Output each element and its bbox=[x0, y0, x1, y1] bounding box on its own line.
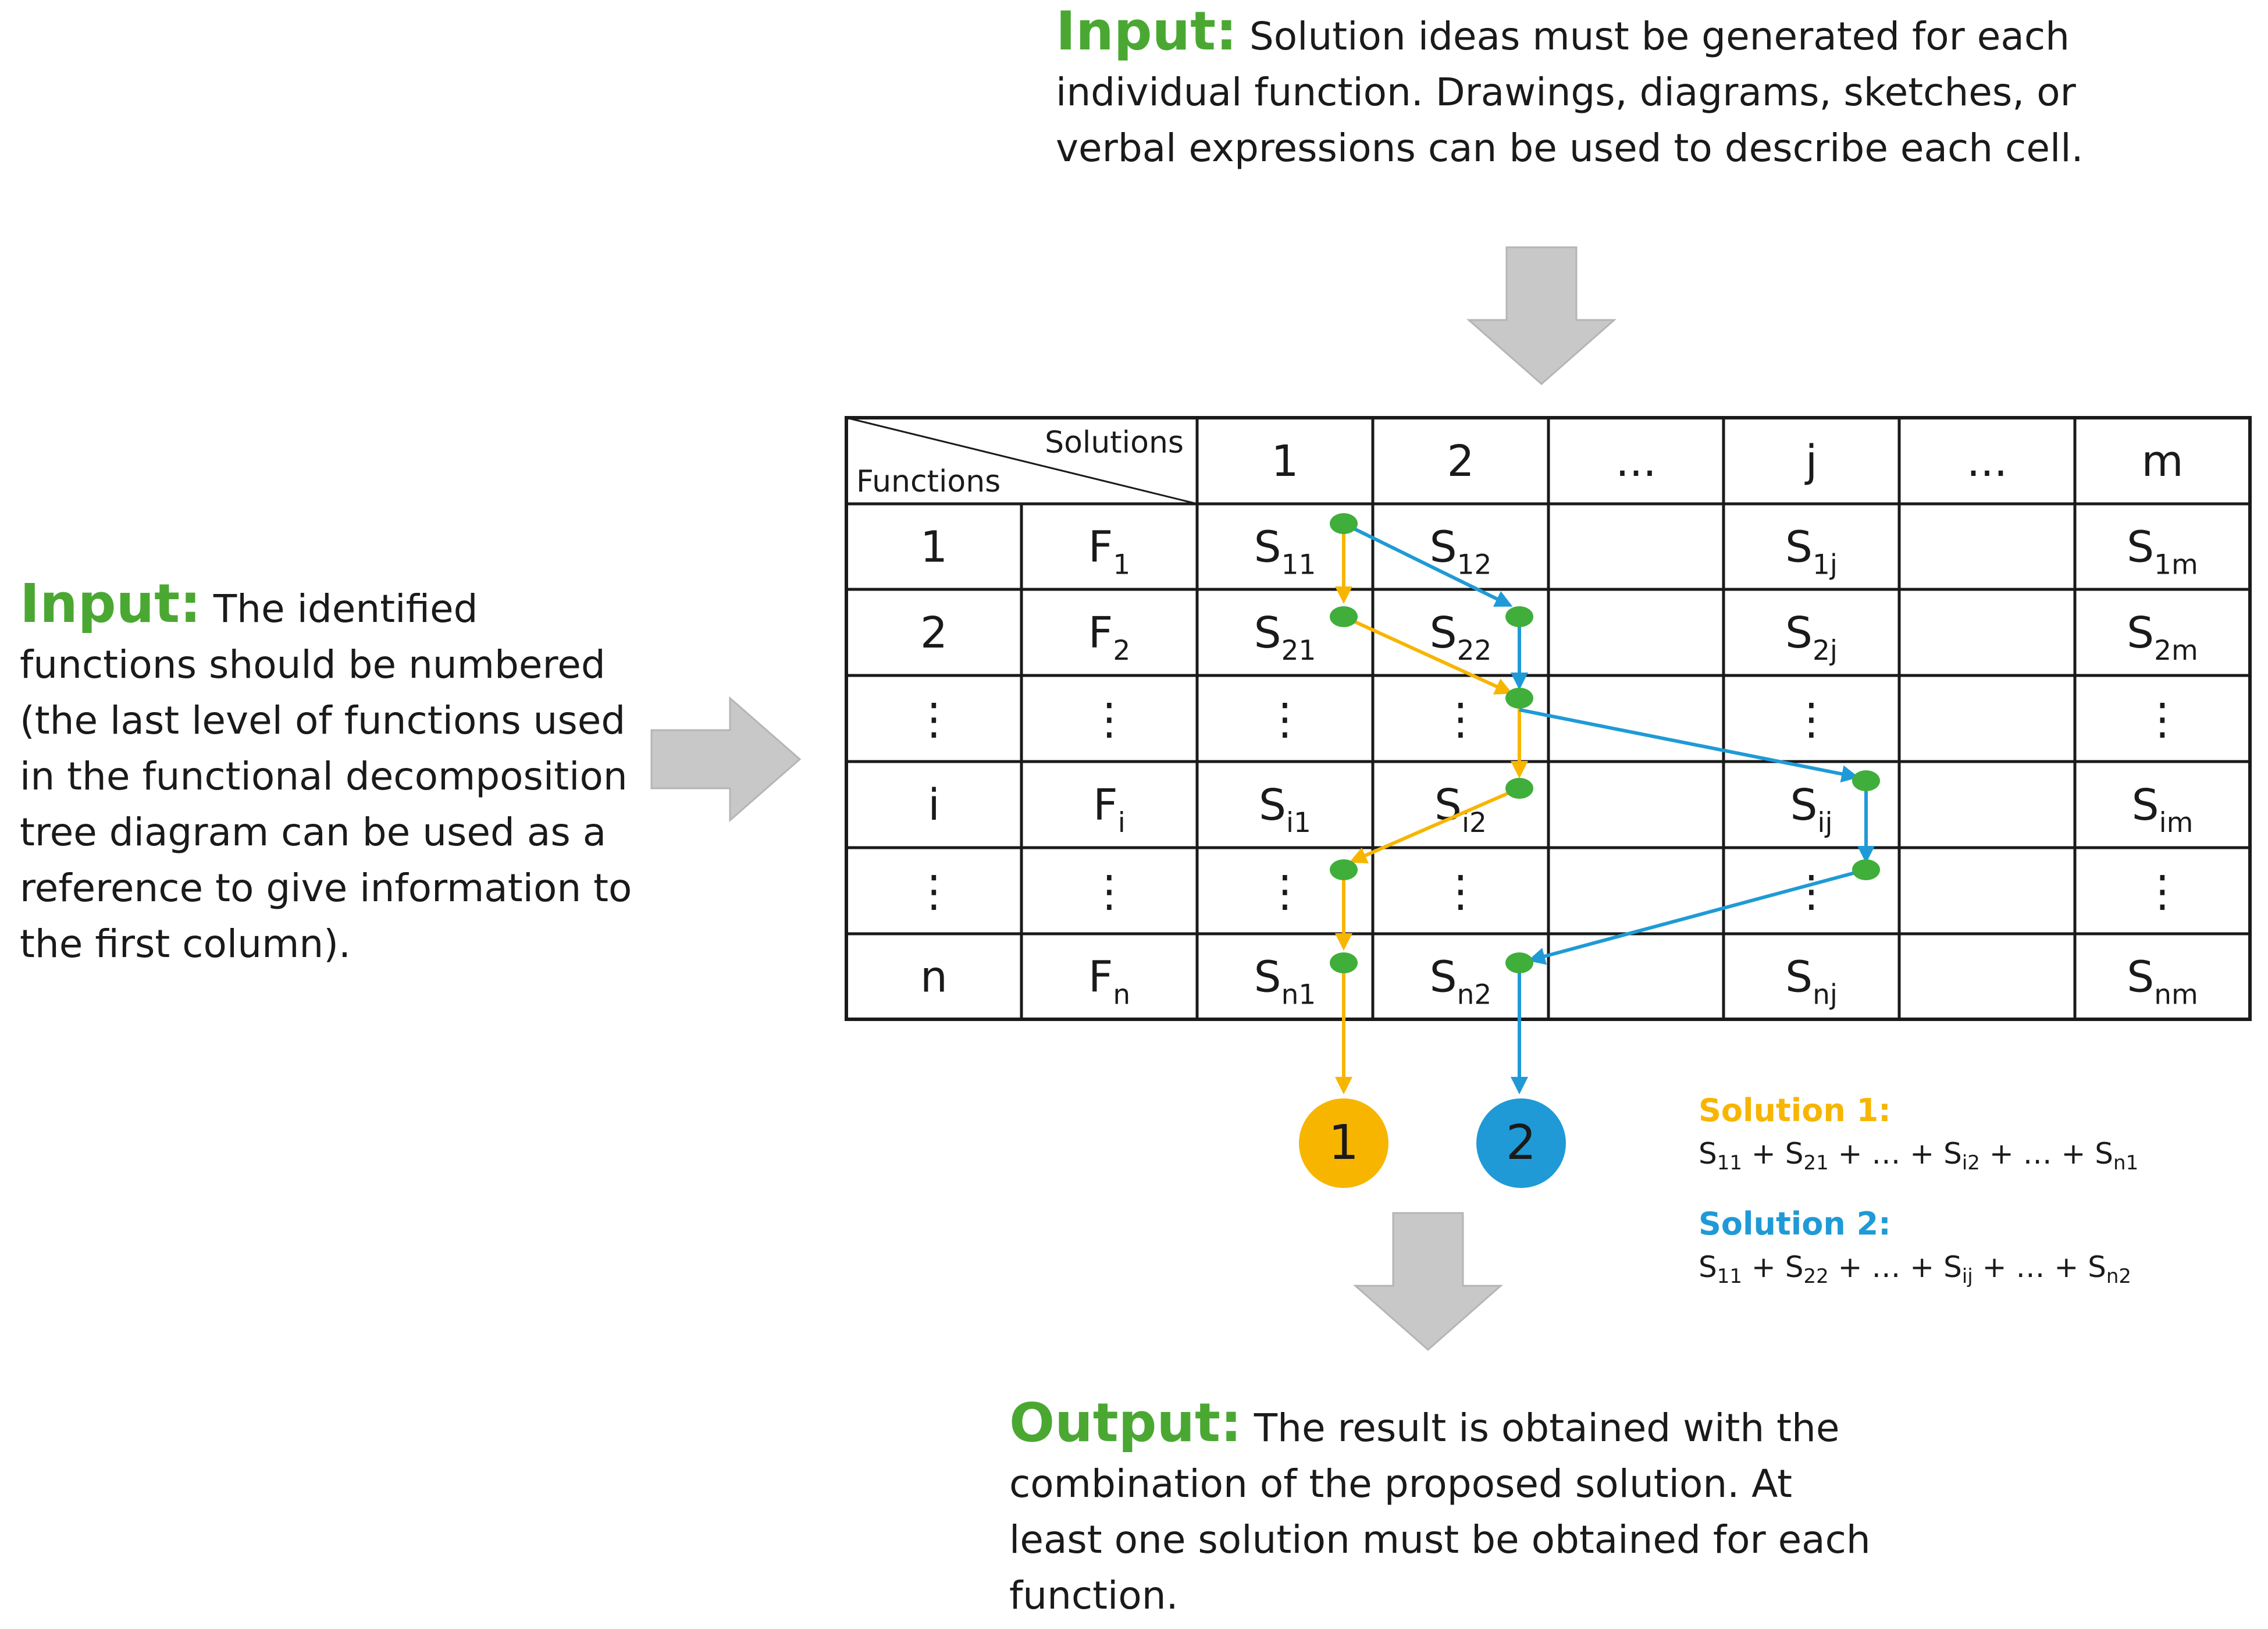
header-diagonal bbox=[846, 417, 1198, 505]
left-input-label: Input: bbox=[20, 572, 201, 635]
arrow-down-top-icon bbox=[1466, 246, 1617, 385]
solution-2-path-segment bbox=[1519, 708, 1859, 783]
solution-cell: Sn2 bbox=[1430, 952, 1492, 1011]
solution-cell: S12 bbox=[1430, 522, 1492, 581]
solution-2-title: Solution 2: bbox=[1699, 1205, 1891, 1242]
function-cell: F2 bbox=[1088, 608, 1130, 667]
solution-paths bbox=[1330, 513, 1880, 1094]
row-number: ⋮ bbox=[913, 694, 956, 744]
solution-1-marker bbox=[1299, 1098, 1388, 1188]
row-number: i bbox=[928, 780, 940, 830]
solution-2-marker-label: 2 bbox=[1506, 1115, 1536, 1171]
solution-cell: S11 bbox=[1254, 522, 1316, 581]
solution-cell: ⋮ bbox=[1439, 694, 1482, 744]
column-header: ... bbox=[1615, 436, 1657, 486]
solution-cell: S1j bbox=[1785, 522, 1838, 581]
top-input-label: Input: bbox=[1056, 0, 1237, 62]
solution-cell: ⋮ bbox=[1263, 866, 1306, 916]
solution-table bbox=[845, 416, 2252, 1021]
path-node bbox=[1330, 859, 1358, 880]
solution-2-expression: S11 + S22 + … + Sij + … + Sn2 bbox=[1699, 1250, 2132, 1289]
solution-cell: ⋮ bbox=[1790, 866, 1833, 916]
solution-cell: Si1 bbox=[1259, 780, 1311, 839]
header-functions-label: Functions bbox=[856, 464, 1001, 499]
path-node bbox=[1505, 606, 1533, 627]
row-number: 1 bbox=[920, 522, 948, 572]
path-node bbox=[1505, 688, 1533, 709]
row-number: n bbox=[920, 952, 948, 1002]
column-header: 2 bbox=[1447, 436, 1474, 486]
solution-cell: Sim bbox=[2132, 780, 2194, 839]
solution-1-expression: S11 + S21 + … + Si2 + … + Sn1 bbox=[1699, 1137, 2139, 1175]
function-cell: Fi bbox=[1093, 780, 1126, 839]
solution-1-title: Solution 1: bbox=[1699, 1092, 1891, 1129]
path-node bbox=[1505, 952, 1533, 973]
solution-cell: Sij bbox=[1790, 780, 1832, 839]
path-node bbox=[1852, 770, 1880, 791]
solution-cell: Sn1 bbox=[1254, 952, 1316, 1011]
solution-cell: S2j bbox=[1785, 608, 1838, 667]
top-input-text: Solution ideas must be generated for eac… bbox=[1056, 14, 2084, 170]
column-header: ... bbox=[1967, 436, 2008, 486]
function-cell: F1 bbox=[1088, 522, 1130, 581]
solution-cell: S21 bbox=[1254, 608, 1316, 667]
output-text: The result is obtained with the combinat… bbox=[1009, 1406, 1871, 1618]
solution-cell: S1m bbox=[2127, 522, 2198, 581]
row-number: 2 bbox=[920, 608, 948, 658]
solution-cell: Si2 bbox=[1434, 780, 1487, 839]
left-input-text: The identified functions should be numbe… bbox=[20, 586, 632, 966]
output-note: Output: The result is obtained with the … bbox=[1009, 1395, 1882, 1624]
solution-cell: ⋮ bbox=[1439, 866, 1482, 916]
top-input-note: Input: Solution ideas must be generated … bbox=[1056, 3, 2196, 176]
solution-2-path-segment bbox=[1343, 522, 1513, 607]
solution-cell: ⋮ bbox=[1263, 694, 1306, 744]
path-node bbox=[1330, 513, 1358, 534]
solution-2-path-segment bbox=[1528, 868, 1867, 965]
column-header: 1 bbox=[1271, 436, 1298, 486]
solution-1-formula: Solution 1: S11 + S21 + … + Si2 + … + Sn… bbox=[1699, 1088, 2222, 1174]
solution-1-path-segment bbox=[1343, 615, 1513, 695]
solution-2-formula: Solution 2: S11 + S22 + … + Sij + … + Sn… bbox=[1699, 1201, 2222, 1287]
solution-cell: Snj bbox=[1785, 952, 1838, 1011]
path-node bbox=[1330, 952, 1358, 973]
path-node bbox=[1330, 606, 1358, 627]
function-cell: ⋮ bbox=[1088, 866, 1131, 916]
header-solutions-label: Solutions bbox=[1045, 425, 1184, 460]
solution-cell: S2m bbox=[2127, 608, 2198, 667]
solution-cell: S22 bbox=[1430, 608, 1492, 667]
solution-1-path-segment bbox=[1349, 787, 1521, 864]
path-node bbox=[1505, 778, 1533, 799]
function-cell: ⋮ bbox=[1088, 694, 1131, 744]
left-input-note: Input: The identified functions should b… bbox=[20, 576, 648, 972]
row-number: ⋮ bbox=[913, 866, 956, 916]
solution-1-marker-label: 1 bbox=[1329, 1115, 1359, 1171]
arrow-down-bottom-icon bbox=[1353, 1212, 1503, 1351]
column-header: j bbox=[1804, 436, 1818, 486]
arrow-right-left-icon bbox=[650, 696, 802, 823]
path-node bbox=[1852, 859, 1880, 880]
solution-cell: ⋮ bbox=[2141, 866, 2184, 916]
solution-2-marker bbox=[1476, 1098, 1566, 1188]
solution-cell: ⋮ bbox=[1790, 694, 1833, 744]
function-cell: Fn bbox=[1088, 952, 1130, 1011]
output-label: Output: bbox=[1009, 1392, 1242, 1454]
solution-cell: Snm bbox=[2127, 952, 2198, 1011]
column-header: m bbox=[2141, 436, 2183, 486]
solution-cell: ⋮ bbox=[2141, 694, 2184, 744]
